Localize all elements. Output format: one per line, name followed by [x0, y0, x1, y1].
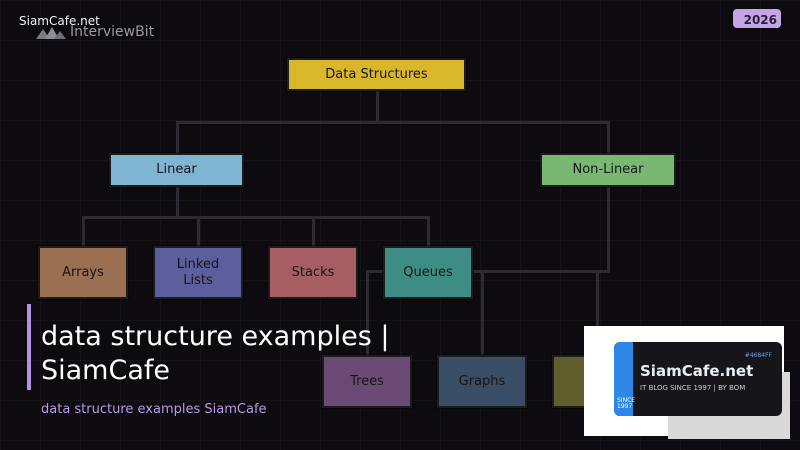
node-arrays: Arrays: [38, 246, 128, 299]
node-root: Data Structures: [287, 58, 466, 91]
brand-name: InterviewBit: [70, 24, 155, 40]
connector-linear-stacks: [312, 217, 315, 246]
node-trees: Trees: [322, 355, 412, 408]
node-graphs-label: Graphs: [458, 373, 506, 389]
node-queues-label: Queues: [403, 264, 453, 280]
overlay-title-line2: SiamCafe: [41, 355, 171, 386]
node-queues: Queues: [383, 246, 473, 299]
connector-linear-stem: [175, 187, 179, 217]
connector-linear-arrays: [82, 217, 85, 246]
connector-root-linear: [175, 122, 179, 153]
connector-linear-bus: [82, 216, 430, 219]
connector-root-bus: [175, 121, 610, 124]
connector-nonlinear-graphs: [481, 271, 484, 355]
site-watermark: SiamCafe.net: [19, 14, 100, 28]
node-nonlinear-label: Non-Linear: [572, 162, 644, 177]
title-accent-bar: [27, 304, 31, 390]
node-stacks-label: Stacks: [291, 264, 335, 280]
connector-linear-queues: [427, 217, 430, 246]
node-linear-label: Linear: [156, 162, 197, 177]
logo-card-stripe: [614, 342, 633, 416]
node-root-label: Data Structures: [325, 66, 428, 82]
overlay-subtitle: data structure examples SiamCafe: [41, 402, 267, 417]
logo-card-hex: #4684FF: [744, 352, 772, 359]
brand-logo: InterviewBit: [36, 24, 154, 40]
node-nonlinear: Non-Linear: [540, 153, 676, 187]
brand-mark-icon: [36, 27, 66, 39]
connector-nonlinear-bus: [366, 270, 610, 273]
logo-card-name: SiamCafe.net: [640, 362, 754, 380]
overlay-title: data structure examples | SiamCafe: [41, 320, 389, 388]
node-stacks: Stacks: [268, 246, 358, 299]
overlay-title-line1: data structure examples |: [41, 321, 390, 352]
year-badge: 2026: [733, 9, 781, 28]
connector-linear-linkedlists: [197, 217, 200, 246]
node-linear: Linear: [109, 153, 244, 187]
connector-nonlinear-stem: [607, 187, 610, 271]
node-trees-label: Trees: [350, 373, 384, 389]
connector-nonlinear-tables: [596, 271, 599, 355]
node-linkedlists-label: Linked Lists: [176, 256, 220, 288]
node-graphs: Graphs: [437, 355, 527, 408]
node-linkedlists: Linked Lists: [153, 246, 243, 299]
connector-root-stem: [375, 91, 379, 122]
connector-root-nonlinear: [607, 122, 610, 153]
connector-nonlinear-trees: [366, 271, 369, 355]
node-arrays-label: Arrays: [62, 264, 104, 280]
logo-card-tagline: IT BLOG SINCE 1997 | BY BOM: [640, 384, 746, 392]
logo-card: SINCE 1997 #4684FF SiamCafe.net IT BLOG …: [614, 342, 782, 416]
logo-card-since: SINCE 1997: [617, 397, 636, 410]
